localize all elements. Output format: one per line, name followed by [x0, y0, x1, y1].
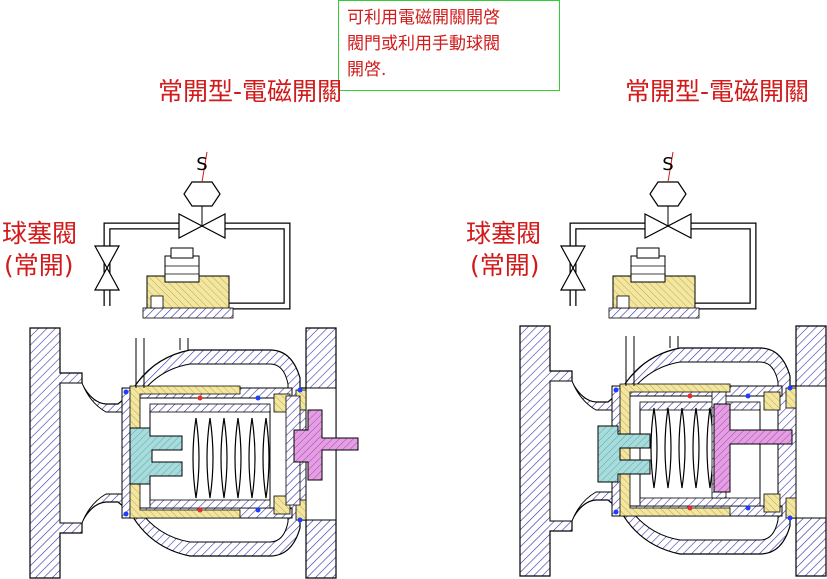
- note-line-1: 可利用電磁開關開啓: [347, 8, 500, 28]
- right-valve-assembly: [519, 152, 827, 577]
- right-ball-valve-label: 球塞閥: [466, 219, 542, 248]
- left-valve-assembly: [29, 152, 359, 579]
- left-solenoid-label: 常開型-電磁開關: [158, 77, 343, 106]
- note-line-3: 開啓.: [347, 60, 387, 80]
- right-solenoid-symbol: S: [662, 154, 673, 175]
- right-solenoid-label: 常開型-電磁開關: [625, 77, 810, 106]
- left-ball-valve-label: 球塞閥: [2, 219, 78, 248]
- note-line-2: 閥門或利用手動球閥: [347, 34, 500, 54]
- note-box: 可利用電磁開關開啓 閥門或利用手動球閥 開啓.: [338, 0, 560, 91]
- left-ball-valve-state: (常開): [4, 251, 74, 280]
- right-ball-valve-state: (常開): [470, 251, 540, 280]
- left-solenoid-symbol: S: [196, 154, 207, 175]
